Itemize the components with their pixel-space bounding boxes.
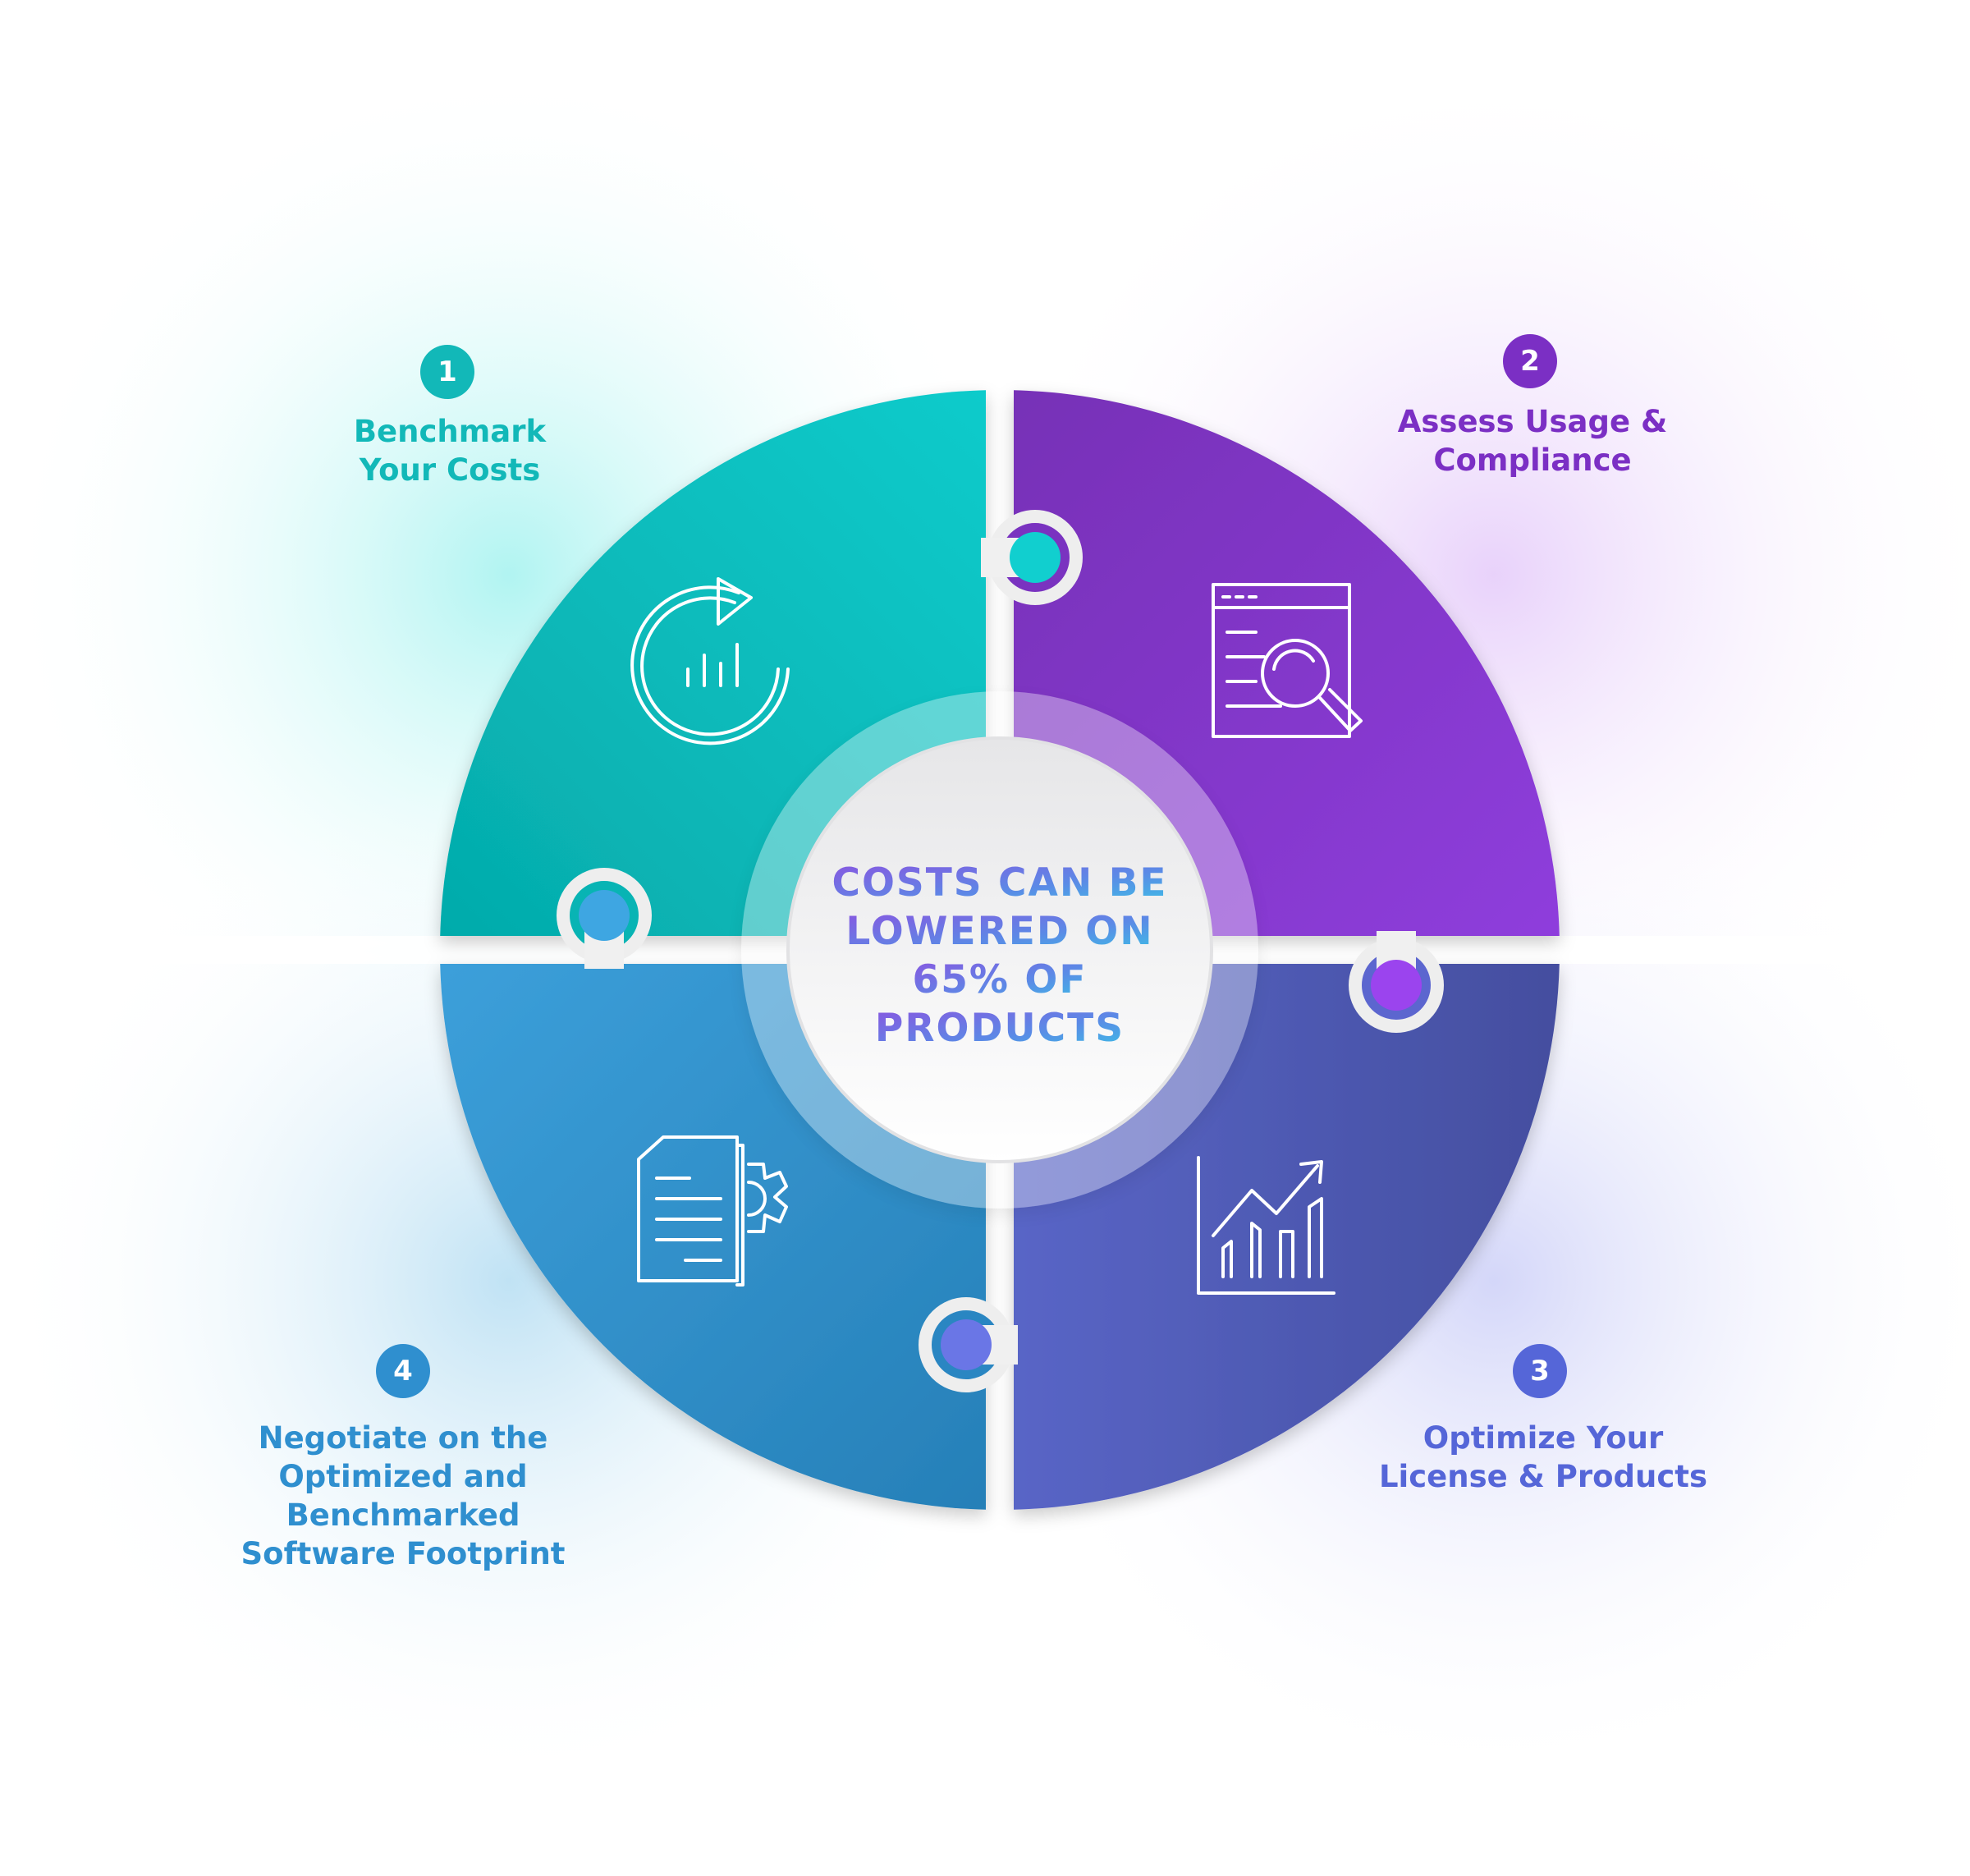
background-glows: [0, 66, 1970, 1790]
step-3-number: 3: [1530, 1355, 1550, 1388]
step-3: 3 Optimize Your License & Products: [1379, 1344, 1707, 1494]
step-4-label-line-2: Optimized and: [278, 1459, 527, 1494]
step-4-number: 4: [393, 1355, 413, 1388]
step-3-label-line-1: Optimize Your: [1423, 1420, 1664, 1456]
step-3-badge: [1513, 1344, 1567, 1398]
document-gear-icon: [637, 1135, 788, 1287]
step-2-label-line-1: Assess Usage &: [1398, 404, 1667, 439]
center-message: COSTS CAN BE LOWERED ON 65% OF PRODUCTS: [832, 860, 1167, 1051]
step-2-badge: [1503, 334, 1557, 388]
refresh-chart-icon: [630, 577, 790, 745]
step-1-badge: [420, 345, 474, 399]
step-3-label-line-2: License & Products: [1379, 1459, 1707, 1494]
step-2-number: 2: [1520, 345, 1540, 378]
step-1-label-line-2: Your Costs: [359, 452, 541, 488]
step-4-label-line-3: Benchmarked: [286, 1498, 520, 1533]
step-1: 1 Benchmark Your Costs: [354, 345, 547, 488]
center-line-2: LOWERED ON: [845, 909, 1153, 954]
step-2-label-line-2: Compliance: [1433, 443, 1631, 478]
center-line-3: 65% OF: [913, 957, 1088, 1002]
center-line-1: COSTS CAN BE: [832, 860, 1167, 906]
step-4: 4 Negotiate on the Optimized and Benchma…: [241, 1344, 566, 1571]
center-disc: [786, 736, 1213, 1163]
document-search-icon: [1212, 583, 1363, 738]
step-4-label-line-1: Negotiate on the: [259, 1420, 548, 1456]
puzzle-knobs: [557, 510, 1444, 1392]
step-4-label-line-4: Software Footprint: [241, 1536, 566, 1571]
step-1-label-line-1: Benchmark: [354, 414, 547, 449]
center-line-4: PRODUCTS: [875, 1006, 1125, 1051]
step-2: 2 Assess Usage & Compliance: [1398, 334, 1667, 478]
step-4-badge: [376, 1344, 430, 1398]
growth-chart-icon: [1197, 1156, 1335, 1295]
step-1-number: 1: [438, 355, 457, 388]
